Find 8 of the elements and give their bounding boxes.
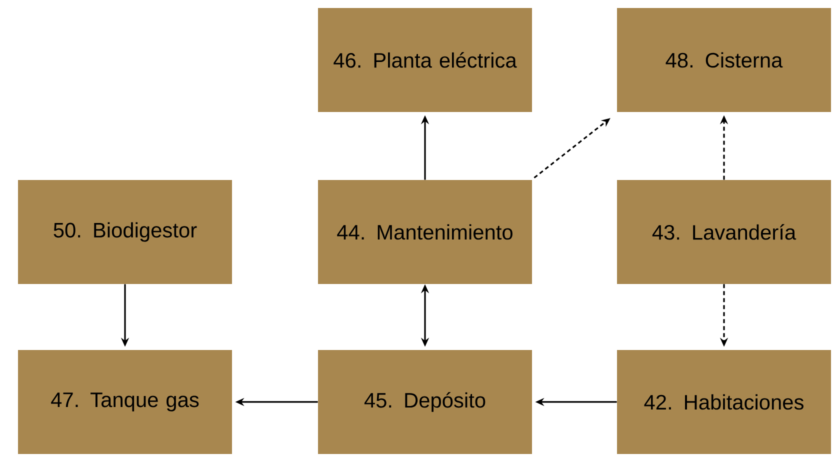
process-box: 46. Planta eléctrica — [318, 8, 532, 112]
process-box: 50. Biodigestor — [18, 180, 232, 284]
process-box: 43. Lavandería — [617, 180, 831, 284]
process-box: 42. Habitaciones — [617, 350, 831, 454]
process-box: 44. Mantenimiento — [318, 180, 532, 284]
process-box: 47. Tanque gas — [18, 350, 232, 454]
process-box: 48. Cisterna — [617, 8, 831, 112]
process-box: 45. Depósito — [318, 350, 532, 454]
